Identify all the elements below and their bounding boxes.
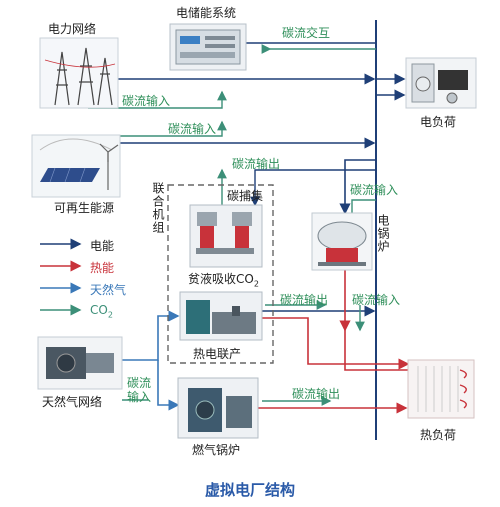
grid-co2 [88,90,227,109]
electric-boiler-icon [311,212,373,271]
renewable-co2 [118,120,227,137]
carbon-capture-label: 碳捕集 [227,189,264,203]
lean-solution-text: 贫液吸收CO [188,272,254,286]
flow-label-output-1: 碳流输出 [232,157,281,171]
combined-unit-label: 联合机组 [151,182,165,234]
heat-load-label: 热负荷 [420,428,457,442]
chp-label: 热电联产 [193,347,242,361]
renewable-label: 可再生能源 [54,201,115,215]
diagram-title: 虚拟电厂结构 [204,481,295,499]
grid-towers-icon [39,37,119,109]
eboiler-heat-2 [344,330,408,371]
gas-to-boiler [157,360,180,411]
chp-plant-icon [179,291,263,341]
electric-load-label: 电负荷 [420,115,457,129]
legend-co2-text: CO [90,303,108,317]
flow-label-input-4: 碳流输入 [352,293,401,307]
grid-label: 电力网络 [48,22,97,36]
flow-label-input-3: 碳流输入 [350,183,399,197]
lean-solution-sub: 2 [253,279,259,289]
gas-boiler-icon [177,377,259,439]
flow-label-interaction: 碳流交互 [282,26,331,40]
legend-heat: 热能 [90,261,115,275]
storage-cabinet-icon [169,23,247,71]
flow-label-output-3: 碳流输出 [292,387,341,401]
bus-to-eboiler [339,159,376,215]
flow-label-input-2: 碳流输入 [168,122,217,136]
legend-co2-sub: 2 [107,310,113,320]
legend-gas: 天然气 [90,283,127,297]
renewable-icon [31,134,121,198]
carbon-capture-icon [189,204,263,268]
gas-network-icon [37,336,123,390]
flow-label-input-1: 碳流输入 [122,94,171,108]
flow-label-output-2: 碳流输出 [280,293,329,307]
lean-solution-label: 贫液吸收CO2 [188,270,259,288]
heat-load-icon [407,359,475,419]
combined-unit-frame [167,184,274,364]
flow-label-input-5: 碳流输入 [127,376,152,404]
legend-electric: 电能 [90,239,115,253]
bus-to-capture [250,169,376,207]
electric-load-icon [405,57,477,109]
gas-boiler-label: 燃气锅炉 [192,443,241,457]
storage-label: 电储能系统 [176,6,237,20]
chp-heat [262,317,410,370]
gas-to-chp [122,310,180,361]
legend-co2: CO2 [90,303,113,319]
gas-network-label: 天然气网络 [42,395,103,409]
electric-boiler-label: 电锅炉 [376,214,390,253]
